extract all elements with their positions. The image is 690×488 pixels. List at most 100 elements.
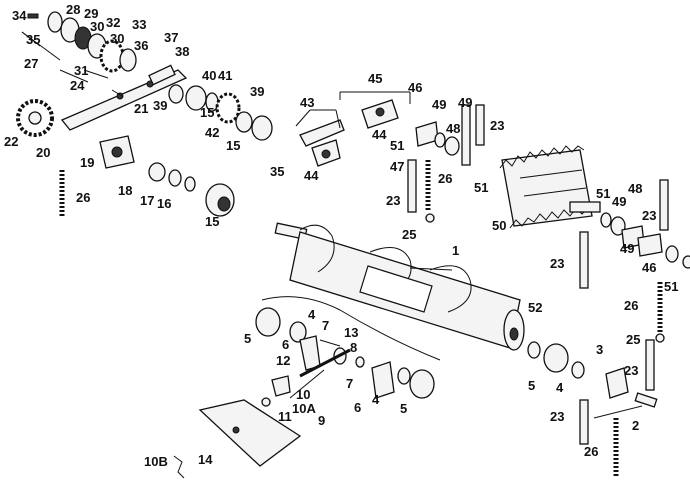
- callout-4: 4: [372, 392, 380, 407]
- callout-13: 13: [344, 325, 358, 340]
- callout-44: 44: [304, 168, 319, 183]
- callout-2: 2: [632, 418, 639, 433]
- leader: [21, 31, 41, 47]
- housing-bore: [217, 196, 231, 212]
- support-bar: [461, 104, 471, 166]
- collar: [571, 361, 585, 379]
- beater-roll: [501, 149, 593, 227]
- auger-assembly: [261, 222, 525, 361]
- bearing-plate: [637, 233, 663, 257]
- tube-end-bore: [509, 327, 519, 341]
- callout-40: 40: [202, 68, 216, 83]
- callout-49: 49: [612, 194, 626, 209]
- callout-26: 26: [76, 190, 90, 205]
- callout-21: 21: [134, 101, 148, 116]
- callout-50: 50: [492, 218, 506, 233]
- callout-44: 44: [372, 127, 387, 142]
- callout-5: 5: [400, 401, 407, 416]
- callout-23: 23: [550, 409, 564, 424]
- flange-bearing: [543, 343, 569, 373]
- roll-teeth: [499, 145, 585, 169]
- callout-8: 8: [350, 340, 357, 355]
- lower-bearing-assembly: [173, 282, 665, 479]
- callout-51: 51: [474, 180, 488, 195]
- callout-23: 23: [490, 118, 504, 133]
- callout-15: 15: [205, 214, 219, 229]
- callout-23: 23: [642, 208, 656, 223]
- callout-48: 48: [628, 181, 642, 196]
- washer: [184, 176, 196, 192]
- bolt: [59, 69, 89, 83]
- callout-26: 26: [624, 298, 638, 313]
- bearing: [235, 111, 253, 133]
- callout-52: 52: [528, 300, 542, 315]
- callout-28: 28: [66, 2, 80, 17]
- drive-shaft: [299, 119, 345, 147]
- callout-42: 42: [205, 125, 219, 140]
- roll-shaft: [569, 201, 601, 213]
- callout-43: 43: [300, 95, 314, 110]
- slide-bar: [645, 339, 655, 391]
- flange-bearing: [409, 369, 435, 399]
- callout-7: 7: [322, 318, 329, 333]
- callout-29: 29: [84, 6, 98, 21]
- callout-30: 30: [110, 31, 124, 46]
- bolt: [111, 89, 123, 97]
- callout-20: 20: [36, 145, 50, 160]
- leader-lines: [21, 31, 643, 419]
- plate-hole: [111, 146, 123, 158]
- callout-31: 31: [74, 63, 88, 78]
- callout-6: 6: [354, 400, 361, 415]
- bracket: [299, 335, 321, 371]
- callout-23: 23: [386, 193, 400, 208]
- shield-plate: [198, 399, 302, 467]
- callout-10: 10: [296, 387, 310, 402]
- seal: [600, 212, 612, 228]
- callout-4: 4: [308, 307, 316, 322]
- washer: [355, 356, 365, 368]
- callout-35: 35: [270, 164, 284, 179]
- leader: [409, 267, 453, 271]
- leader: [83, 69, 109, 79]
- flange-bearing: [255, 307, 281, 337]
- callout-45: 45: [368, 71, 382, 86]
- bolt: [261, 397, 271, 407]
- leader: [295, 109, 311, 127]
- trough-outline: [261, 296, 441, 361]
- callout-39: 39: [153, 98, 167, 113]
- callout-51: 51: [390, 138, 404, 153]
- callout-5: 5: [244, 331, 251, 346]
- slide-bar: [579, 399, 589, 445]
- shield-hole: [232, 426, 240, 434]
- u-joint-cross: [375, 107, 385, 117]
- callout-10b: 10B: [144, 454, 168, 469]
- collar: [119, 48, 137, 72]
- callout-24: 24: [70, 78, 85, 93]
- bearing: [444, 136, 460, 156]
- leader: [289, 369, 325, 399]
- bracket: [371, 361, 395, 399]
- callout-9: 9: [318, 413, 325, 428]
- beater-roll-assembly: [407, 104, 690, 289]
- callout-46: 46: [408, 80, 422, 95]
- callout-15: 15: [226, 138, 240, 153]
- callout-25: 25: [626, 332, 640, 347]
- bolt: [655, 333, 665, 343]
- callout-48: 48: [446, 121, 460, 136]
- u-joint-cross: [321, 149, 331, 159]
- callout-7: 7: [346, 376, 353, 391]
- callout-25: 25: [402, 227, 416, 242]
- seal: [665, 245, 679, 263]
- callout-22: 22: [4, 134, 18, 149]
- callout-51: 51: [664, 279, 678, 294]
- callout-16: 16: [157, 196, 171, 211]
- idler-sprocket: [215, 92, 241, 124]
- callout-12: 12: [276, 353, 290, 368]
- callout-36: 36: [134, 38, 148, 53]
- collar: [168, 169, 182, 187]
- latch: [173, 455, 185, 479]
- callout-23: 23: [550, 256, 564, 271]
